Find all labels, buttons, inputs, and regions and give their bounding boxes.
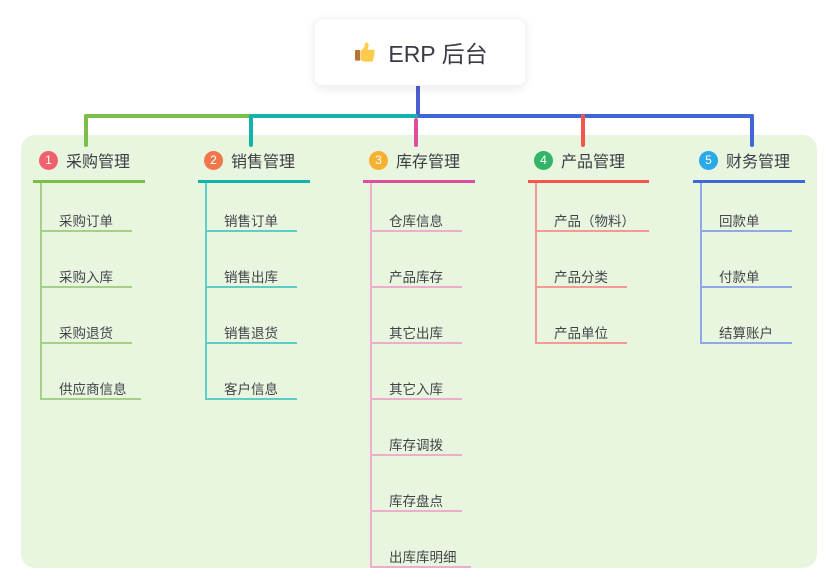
branch-sales: 2 销售管理 销售订单 销售出库 销售退货 客户信息	[198, 148, 310, 400]
branch-finance-children: 回款单 付款单 结算账户	[700, 183, 792, 344]
branch-purchase-header[interactable]: 1 采购管理	[33, 148, 145, 183]
branch2-drop-line	[249, 114, 253, 147]
child-node[interactable]: 产品单位	[537, 288, 627, 344]
branch-finance-header[interactable]: 5 财务管理	[693, 148, 805, 183]
branch-purchase-children: 采购订单 采购入库 采购退货 供应商信息	[40, 183, 141, 400]
branch-finance: 5 财务管理 回款单 付款单 结算账户	[693, 148, 805, 344]
child-node[interactable]: 供应商信息	[42, 344, 141, 400]
child-node[interactable]: 采购退货	[42, 288, 132, 344]
branch-product-children: 产品（物料） 产品分类 产品单位	[535, 183, 649, 344]
child-node[interactable]: 付款单	[702, 232, 792, 288]
branch-product-header[interactable]: 4 产品管理	[528, 148, 649, 183]
child-node[interactable]: 库存盘点	[372, 456, 462, 512]
branch-inventory: 3 库存管理 仓库信息 产品库存 其它出库 其它入库 库存调拨 库存盘点 出库库…	[363, 148, 475, 568]
branch-number-badge: 1	[39, 150, 58, 170]
branch-number-badge: 3	[369, 150, 388, 170]
branch-sales-children: 销售订单 销售出库 销售退货 客户信息	[205, 183, 297, 400]
branch-purchase: 1 采购管理 采购订单 采购入库 采购退货 供应商信息	[33, 148, 145, 400]
child-node[interactable]: 出库库明细	[372, 512, 471, 568]
branch-inventory-header[interactable]: 3 库存管理	[363, 148, 475, 183]
child-node[interactable]: 回款单	[702, 183, 792, 232]
bus-line-right-blue	[418, 114, 754, 118]
child-node[interactable]: 采购订单	[42, 183, 132, 232]
branch-product-label: 产品管理	[561, 154, 626, 171]
child-node[interactable]: 销售订单	[207, 183, 297, 232]
branch-purchase-label: 采购管理	[66, 154, 131, 171]
bus-line-left-teal	[251, 114, 418, 118]
root-drop-line	[416, 84, 420, 118]
child-node[interactable]: 其它入库	[372, 344, 462, 400]
branch-finance-label: 财务管理	[726, 154, 791, 171]
child-node[interactable]: 产品（物料）	[537, 183, 649, 232]
child-node[interactable]: 其它出库	[372, 288, 462, 344]
branch-product: 4 产品管理 产品（物料） 产品分类 产品单位	[528, 148, 649, 344]
branch-number-badge: 4	[534, 150, 553, 170]
branch-number-badge: 5	[699, 150, 718, 170]
root-node[interactable]: ERP 后台	[314, 18, 526, 86]
branches-background-panel	[21, 135, 817, 568]
child-node[interactable]: 销售出库	[207, 232, 297, 288]
child-node[interactable]: 客户信息	[207, 344, 297, 400]
branch1-drop-line	[84, 114, 88, 147]
child-node[interactable]: 销售退货	[207, 288, 297, 344]
child-node[interactable]: 采购入库	[42, 232, 132, 288]
branch-sales-label: 销售管理	[231, 154, 296, 171]
branch5-drop-line	[750, 114, 754, 147]
child-node[interactable]: 结算账户	[702, 288, 792, 344]
child-node[interactable]: 产品分类	[537, 232, 627, 288]
branch-sales-header[interactable]: 2 销售管理	[198, 148, 310, 183]
branch-inventory-label: 库存管理	[396, 154, 461, 171]
branch4-drop-line	[581, 114, 585, 147]
bus-line-left-green	[84, 114, 253, 118]
branch3-drop-line	[414, 118, 418, 147]
child-node[interactable]: 库存调拨	[372, 400, 462, 456]
child-node[interactable]: 仓库信息	[372, 183, 462, 232]
branch-number-badge: 2	[204, 150, 223, 170]
thumbs-up-icon	[352, 39, 378, 65]
branch-inventory-children: 仓库信息 产品库存 其它出库 其它入库 库存调拨 库存盘点 出库库明细	[370, 183, 471, 568]
root-node-label: ERP 后台	[388, 41, 488, 67]
child-node[interactable]: 产品库存	[372, 232, 462, 288]
